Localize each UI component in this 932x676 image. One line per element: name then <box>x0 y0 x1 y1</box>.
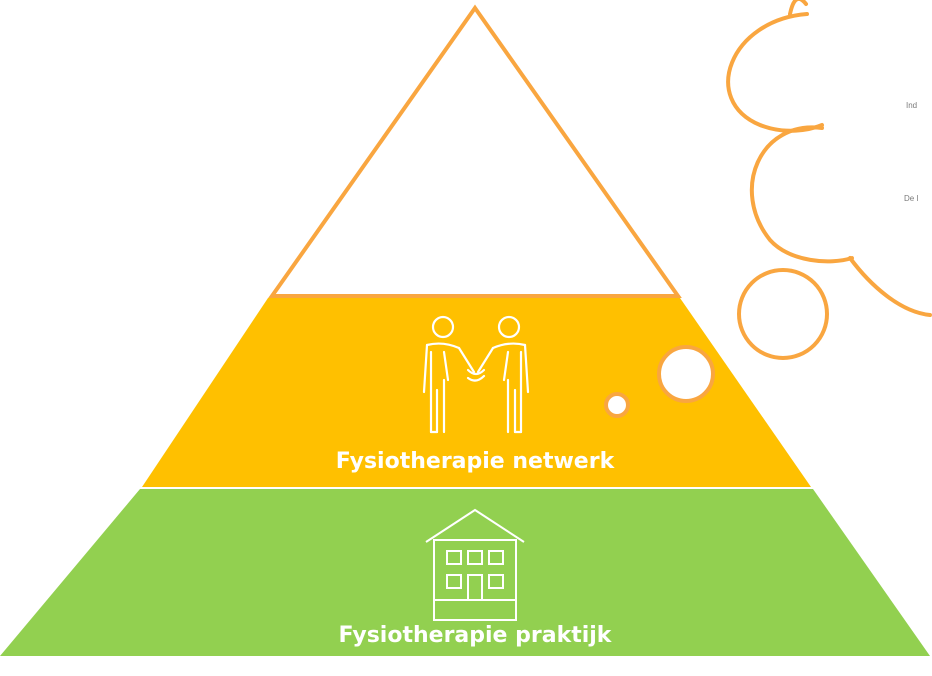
thought-bubble-medium <box>657 345 715 403</box>
cloud-text-snippet-2: De l <box>904 194 918 203</box>
pyramid-layer-top <box>268 4 682 298</box>
house-icon <box>425 508 525 621</box>
thought-bubble-large <box>737 268 829 360</box>
cloud-arc-middle <box>749 125 854 264</box>
pyramid-layer-bottom <box>0 489 930 656</box>
thought-bubble-small <box>604 392 630 418</box>
cloud-arc-bottom <box>848 256 932 317</box>
cloud-arc-upper <box>726 12 824 133</box>
middle-layer-label: Fysiotherapie netwerk <box>336 449 616 474</box>
pyramid-layer-middle <box>142 298 811 487</box>
cloud-text-snippet-1: Ind <box>906 101 917 110</box>
cloud-arc-top <box>788 0 808 16</box>
thought-cloud <box>726 0 932 317</box>
handshake-people-icon <box>422 315 530 434</box>
bottom-layer-label: Fysiotherapie praktijk <box>339 623 613 648</box>
